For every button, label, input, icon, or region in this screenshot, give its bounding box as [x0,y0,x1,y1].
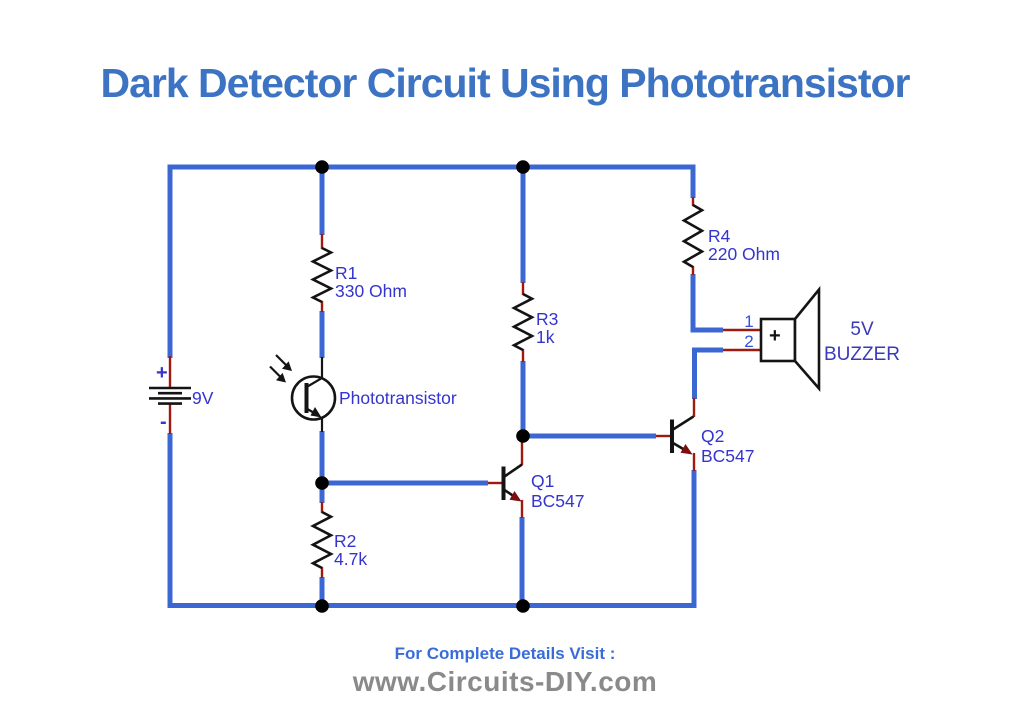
phototransistor-emitter-arrow [310,407,322,418]
q1-value-label: BC547 [531,491,585,511]
r3-zigzag [511,292,535,352]
r2-zigzag [310,510,334,570]
buzzer-plus-sign: + [769,325,781,347]
resistor-r3-symbol: R3 1k [511,282,558,362]
q1-emitter-arrow [509,491,522,502]
battery-minus-sign: - [160,411,167,433]
wiring [167,164,723,608]
footer-website-text: www.Circuits-DIY.com [352,666,658,697]
q1-ref-label: Q1 [531,471,554,491]
r1-ref-label: R1 [335,263,357,283]
battery-plus-sign: + [156,362,168,384]
transistor-q1-symbol: Q1 BC547 [488,442,585,518]
phototransistor-body-circle [290,375,337,421]
resistor-r1-symbol: R1 330 Ohm [310,234,407,312]
junction-dot-bottom-r2 [315,599,329,613]
r3-value-label: 1k [536,327,555,347]
footer-visit-text: For Complete Details Visit : [394,644,616,663]
resistor-r4-symbol: R4 220 Ohm [681,197,780,275]
buzzer-name-label: BUZZER [824,344,900,365]
r4-value-label: 220 Ohm [708,244,780,264]
junction-dot-top-r1 [315,160,329,174]
r4-branch-wire [690,167,723,333]
phototransistor-collector-lead [306,357,324,388]
battery-voltage-label: 9V [192,388,214,408]
junction-dot-top-r3 [516,160,530,174]
phototransistor-label: Phototransistor [339,388,457,408]
junction-dots [315,160,530,613]
buzzer-return-wire [692,347,723,399]
battery-symbol: + - 9V [149,356,214,434]
junction-dot-q1-collector [516,429,530,443]
q2-value-label: BC547 [701,446,755,466]
light-arrow-1-head [282,361,292,371]
transistor-q2-symbol: Q2 BC547 [656,398,755,471]
r1-zigzag [310,246,334,304]
buzzer-cone [793,285,821,392]
r1-value-label: 330 Ohm [335,281,407,301]
buzzer-voltage-label: 5V [850,319,874,340]
junction-dot-bottom-q1 [516,599,530,613]
q2-collector-line [672,415,695,431]
buzzer-pin1-number: 1 [744,312,753,331]
resistor-r2-symbol: R2 4.7k [310,502,367,578]
r4-ref-label: R4 [708,226,731,246]
buzzer-pin2-number: 2 [744,332,753,351]
light-arrow-2-head [276,372,286,383]
page-title: Dark Detector Circuit Using Phototransis… [100,60,910,106]
q1-collector-line [503,463,523,478]
footer: For Complete Details Visit : www.Circuit… [0,644,1010,698]
buzzer-symbol: + 1 2 5V BUZZER [723,285,900,392]
q2-emitter-arrow [680,444,693,455]
r4-zigzag [681,203,705,269]
q2-ref-label: Q2 [701,426,724,446]
phototransistor-symbol: Phototransistor [269,354,457,432]
junction-dot-q1-base [315,476,329,490]
r2-value-label: 4.7k [334,549,367,569]
r2-ref-label: R2 [334,531,356,551]
r3-ref-label: R3 [536,309,558,329]
